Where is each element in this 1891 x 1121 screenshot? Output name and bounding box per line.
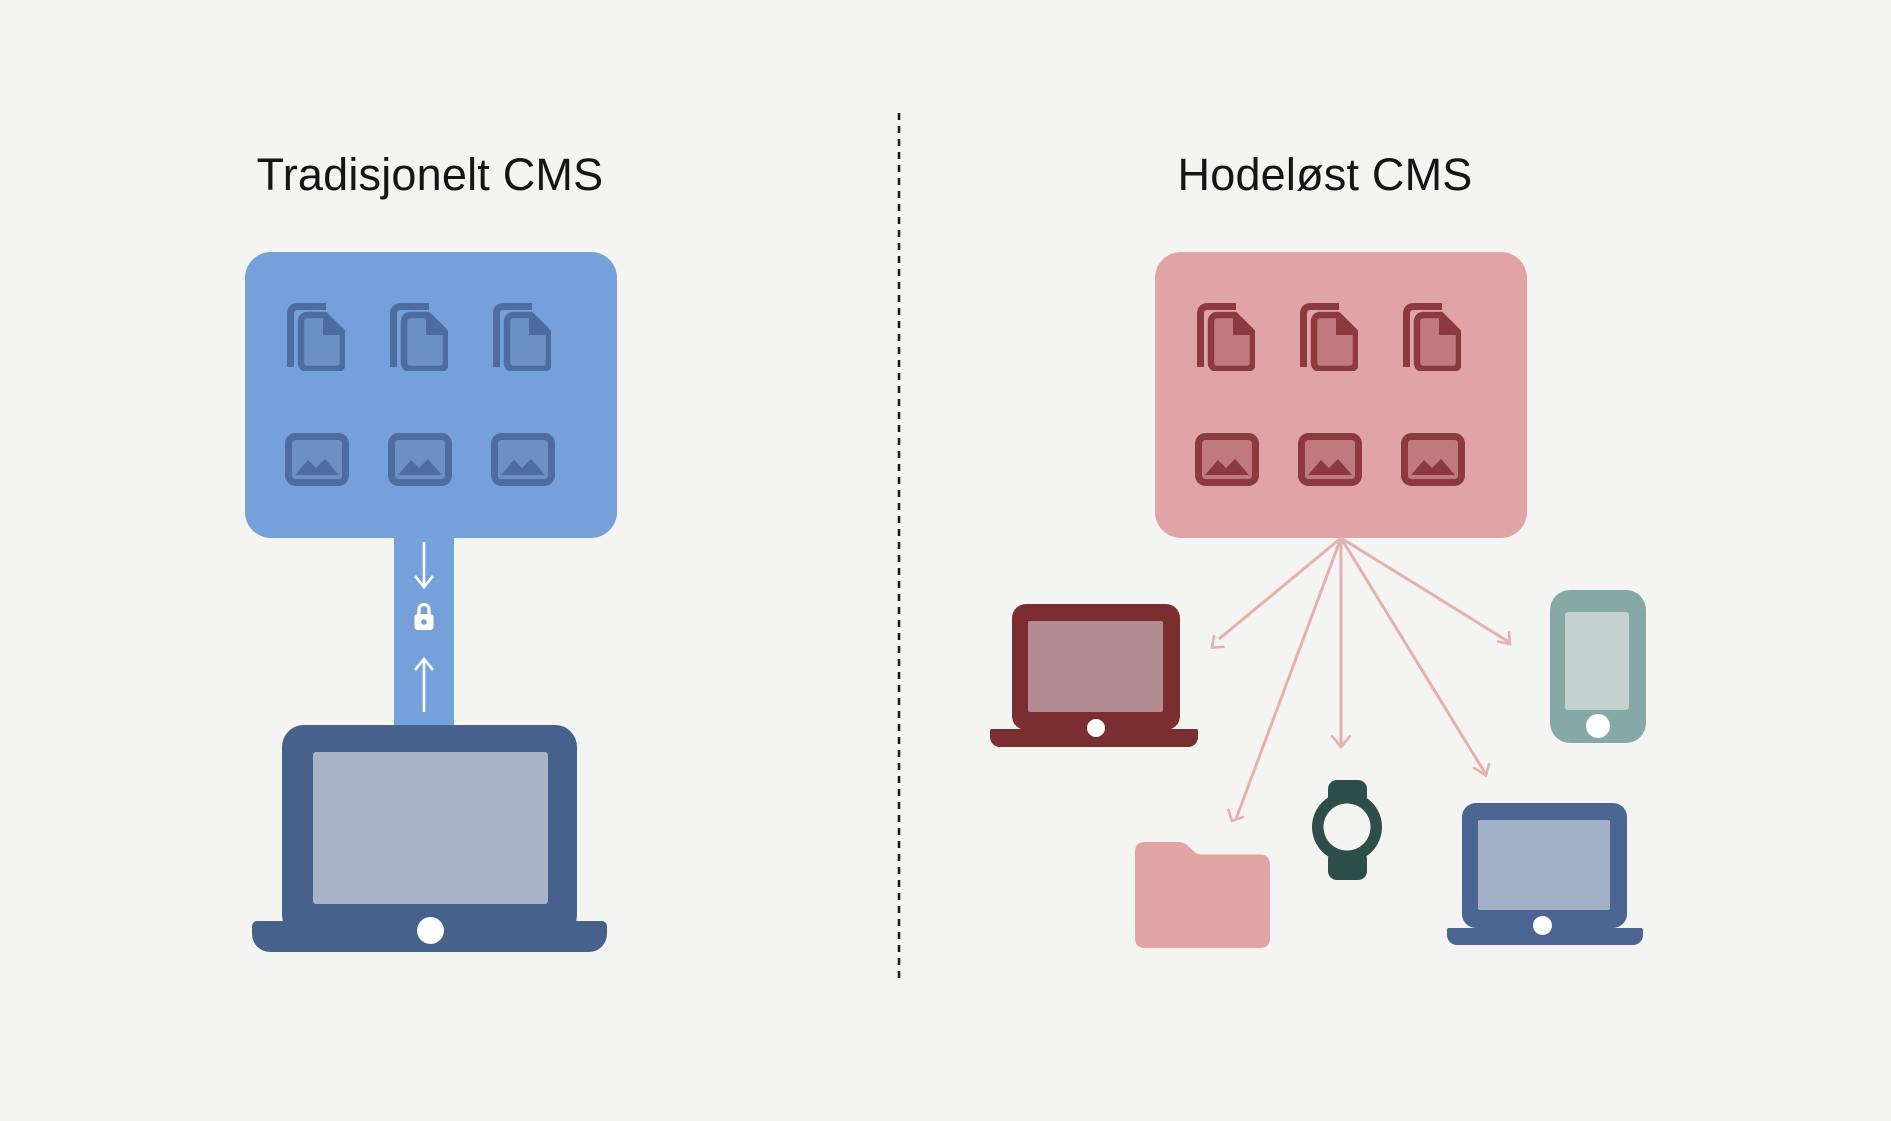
image-icon-row (1195, 433, 1465, 486)
traditional-cms-content-box (245, 252, 617, 538)
smartwatch-icon (1310, 778, 1386, 887)
image-icon (388, 433, 452, 486)
copy-document-icon (1197, 303, 1255, 371)
laptop-camera-dot (417, 917, 444, 944)
image-icon-row (285, 433, 555, 486)
right-panel-title: Hodeløst CMS (1177, 149, 1473, 200)
laptop-base (990, 729, 1198, 747)
left-panel-title: Tradisjonelt CMS (256, 149, 604, 200)
phone-screen (1565, 612, 1629, 710)
folder-icon (1135, 842, 1270, 953)
arrow-down-icon (411, 542, 437, 595)
laptop-screen (1478, 820, 1610, 910)
copy-document-icon (493, 303, 551, 371)
laptop-camera-dot (1087, 719, 1105, 737)
copy-document-icon (1403, 303, 1461, 371)
laptop-screen (313, 752, 548, 904)
dashed-divider (897, 113, 901, 986)
phone-home-button (1586, 714, 1610, 738)
image-icon (1298, 433, 1362, 486)
image-icon (1195, 433, 1259, 486)
copy-document-icon (287, 303, 345, 371)
copy-document-icon (390, 303, 448, 371)
image-icon (491, 433, 555, 486)
laptop-screen (1028, 621, 1163, 712)
copy-document-icon (1300, 303, 1358, 371)
document-icon-row (1197, 303, 1461, 371)
laptop-base (1447, 928, 1643, 945)
distribution-arrows (1130, 528, 1570, 868)
image-icon (1401, 433, 1465, 486)
laptop-camera-dot (1533, 916, 1552, 935)
document-icon-row (287, 303, 551, 371)
arrow-up-icon (411, 656, 437, 717)
lock-icon (412, 601, 436, 638)
image-icon (285, 433, 349, 486)
headless-cms-content-box (1155, 252, 1527, 538)
